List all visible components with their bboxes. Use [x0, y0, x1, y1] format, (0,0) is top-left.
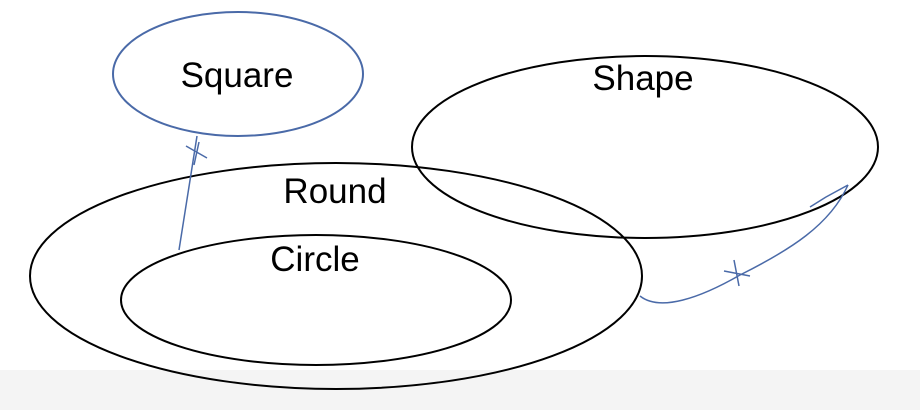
- square-circle-cross-mark: [185, 141, 208, 166]
- round-shape-link: [639, 184, 849, 304]
- round-shape-arrowhead: [809, 184, 849, 208]
- square-label: Square: [181, 56, 294, 95]
- round-set-ellipse: [29, 162, 643, 390]
- bottom-strip: [0, 370, 920, 410]
- square-set-ellipse: [112, 11, 364, 137]
- circle-set-ellipse: [120, 234, 512, 366]
- round-label: Round: [283, 172, 386, 211]
- round-shape-cross-mark: [723, 259, 751, 287]
- shape-set-ellipse: [411, 55, 879, 239]
- square-circle-link: [178, 135, 198, 251]
- circle-label: Circle: [270, 240, 359, 279]
- shape-label: Shape: [592, 59, 693, 98]
